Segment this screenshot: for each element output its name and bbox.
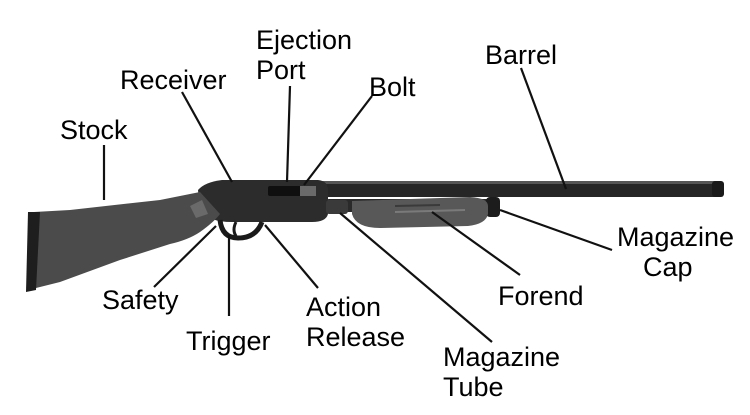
label-trigger: Trigger	[186, 326, 271, 356]
label-magazine-cap: Magazine Cap	[617, 222, 734, 282]
leader-magazine-cap	[499, 208, 613, 252]
label-stock: Stock	[60, 115, 128, 145]
label-magazine-tube-line-1: Magazine	[443, 342, 561, 372]
label-barrel: Barrel	[485, 40, 558, 70]
magazine-cap	[486, 197, 500, 217]
label-ejection-port: Ejection Port	[256, 25, 352, 85]
label-ejection-port-line-2: Port	[256, 55, 306, 85]
forend	[352, 197, 488, 228]
bolt	[300, 186, 316, 196]
trigger-assembly	[217, 219, 265, 241]
label-magazine-tube: Magazine Tube	[443, 342, 560, 402]
leader-magazine-tube	[339, 212, 493, 343]
leader-bolt	[303, 95, 373, 186]
label-receiver: Receiver	[120, 65, 227, 95]
label-action-release: Action Release	[306, 292, 405, 352]
leader-action-release	[264, 224, 319, 289]
leader-forend	[431, 211, 521, 276]
leader-safety	[153, 225, 217, 288]
label-safety: Safety	[102, 285, 179, 315]
label-magazine-tube-line-2: Tube	[443, 372, 504, 402]
leader-barrel	[519, 67, 568, 190]
label-magazine-cap-line-1: Magazine	[617, 222, 735, 252]
label-ejection-port-line-1: Ejection	[256, 25, 353, 55]
label-action-release-line-2: Release	[306, 322, 406, 352]
leader-lines	[102, 67, 613, 343]
label-bolt: Bolt	[369, 72, 416, 102]
label-forend: Forend	[498, 281, 584, 311]
label-action-release-line-1: Action	[306, 292, 382, 322]
label-magazine-cap-line-2: Cap	[643, 252, 693, 282]
leader-ejection-port	[285, 85, 292, 183]
leader-receiver	[181, 91, 233, 183]
receiver	[198, 180, 348, 222]
barrel	[300, 181, 724, 197]
stock	[26, 192, 220, 292]
